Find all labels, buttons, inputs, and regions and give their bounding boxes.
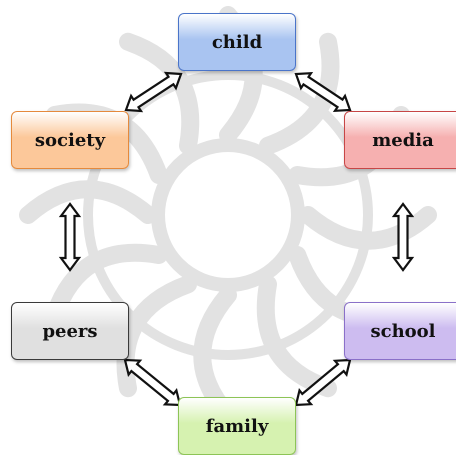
arrow-child-society bbox=[124, 71, 183, 113]
media-node: media bbox=[344, 111, 456, 169]
watermark-ring bbox=[83, 70, 373, 360]
arrow-child-media bbox=[294, 71, 352, 113]
watermark-petal bbox=[299, 206, 437, 250]
watermark-petal bbox=[45, 243, 168, 324]
watermark-petal bbox=[119, 32, 200, 155]
peers-node: peers bbox=[11, 302, 129, 360]
media-node-label: media bbox=[372, 129, 434, 151]
arrow-society-peers bbox=[58, 202, 82, 272]
watermark-ring bbox=[151, 138, 305, 292]
child-node-label: child bbox=[211, 31, 263, 53]
society-node: society bbox=[11, 111, 129, 169]
watermark-petal bbox=[19, 180, 157, 224]
peers-node-label: peers bbox=[42, 320, 98, 342]
school-node-label: school bbox=[370, 320, 436, 342]
watermark-petal bbox=[256, 275, 337, 398]
arrow-school-family bbox=[294, 358, 352, 407]
watermark-petal bbox=[259, 32, 340, 155]
child-node: child bbox=[178, 13, 296, 71]
arrow-peers-family bbox=[123, 358, 182, 407]
school-node: school bbox=[344, 302, 456, 360]
family-node-label: family bbox=[205, 415, 269, 437]
family-node: family bbox=[178, 397, 296, 455]
society-node-label: society bbox=[34, 129, 106, 151]
arrow-media-school bbox=[391, 202, 415, 272]
watermark-petal bbox=[116, 275, 197, 398]
